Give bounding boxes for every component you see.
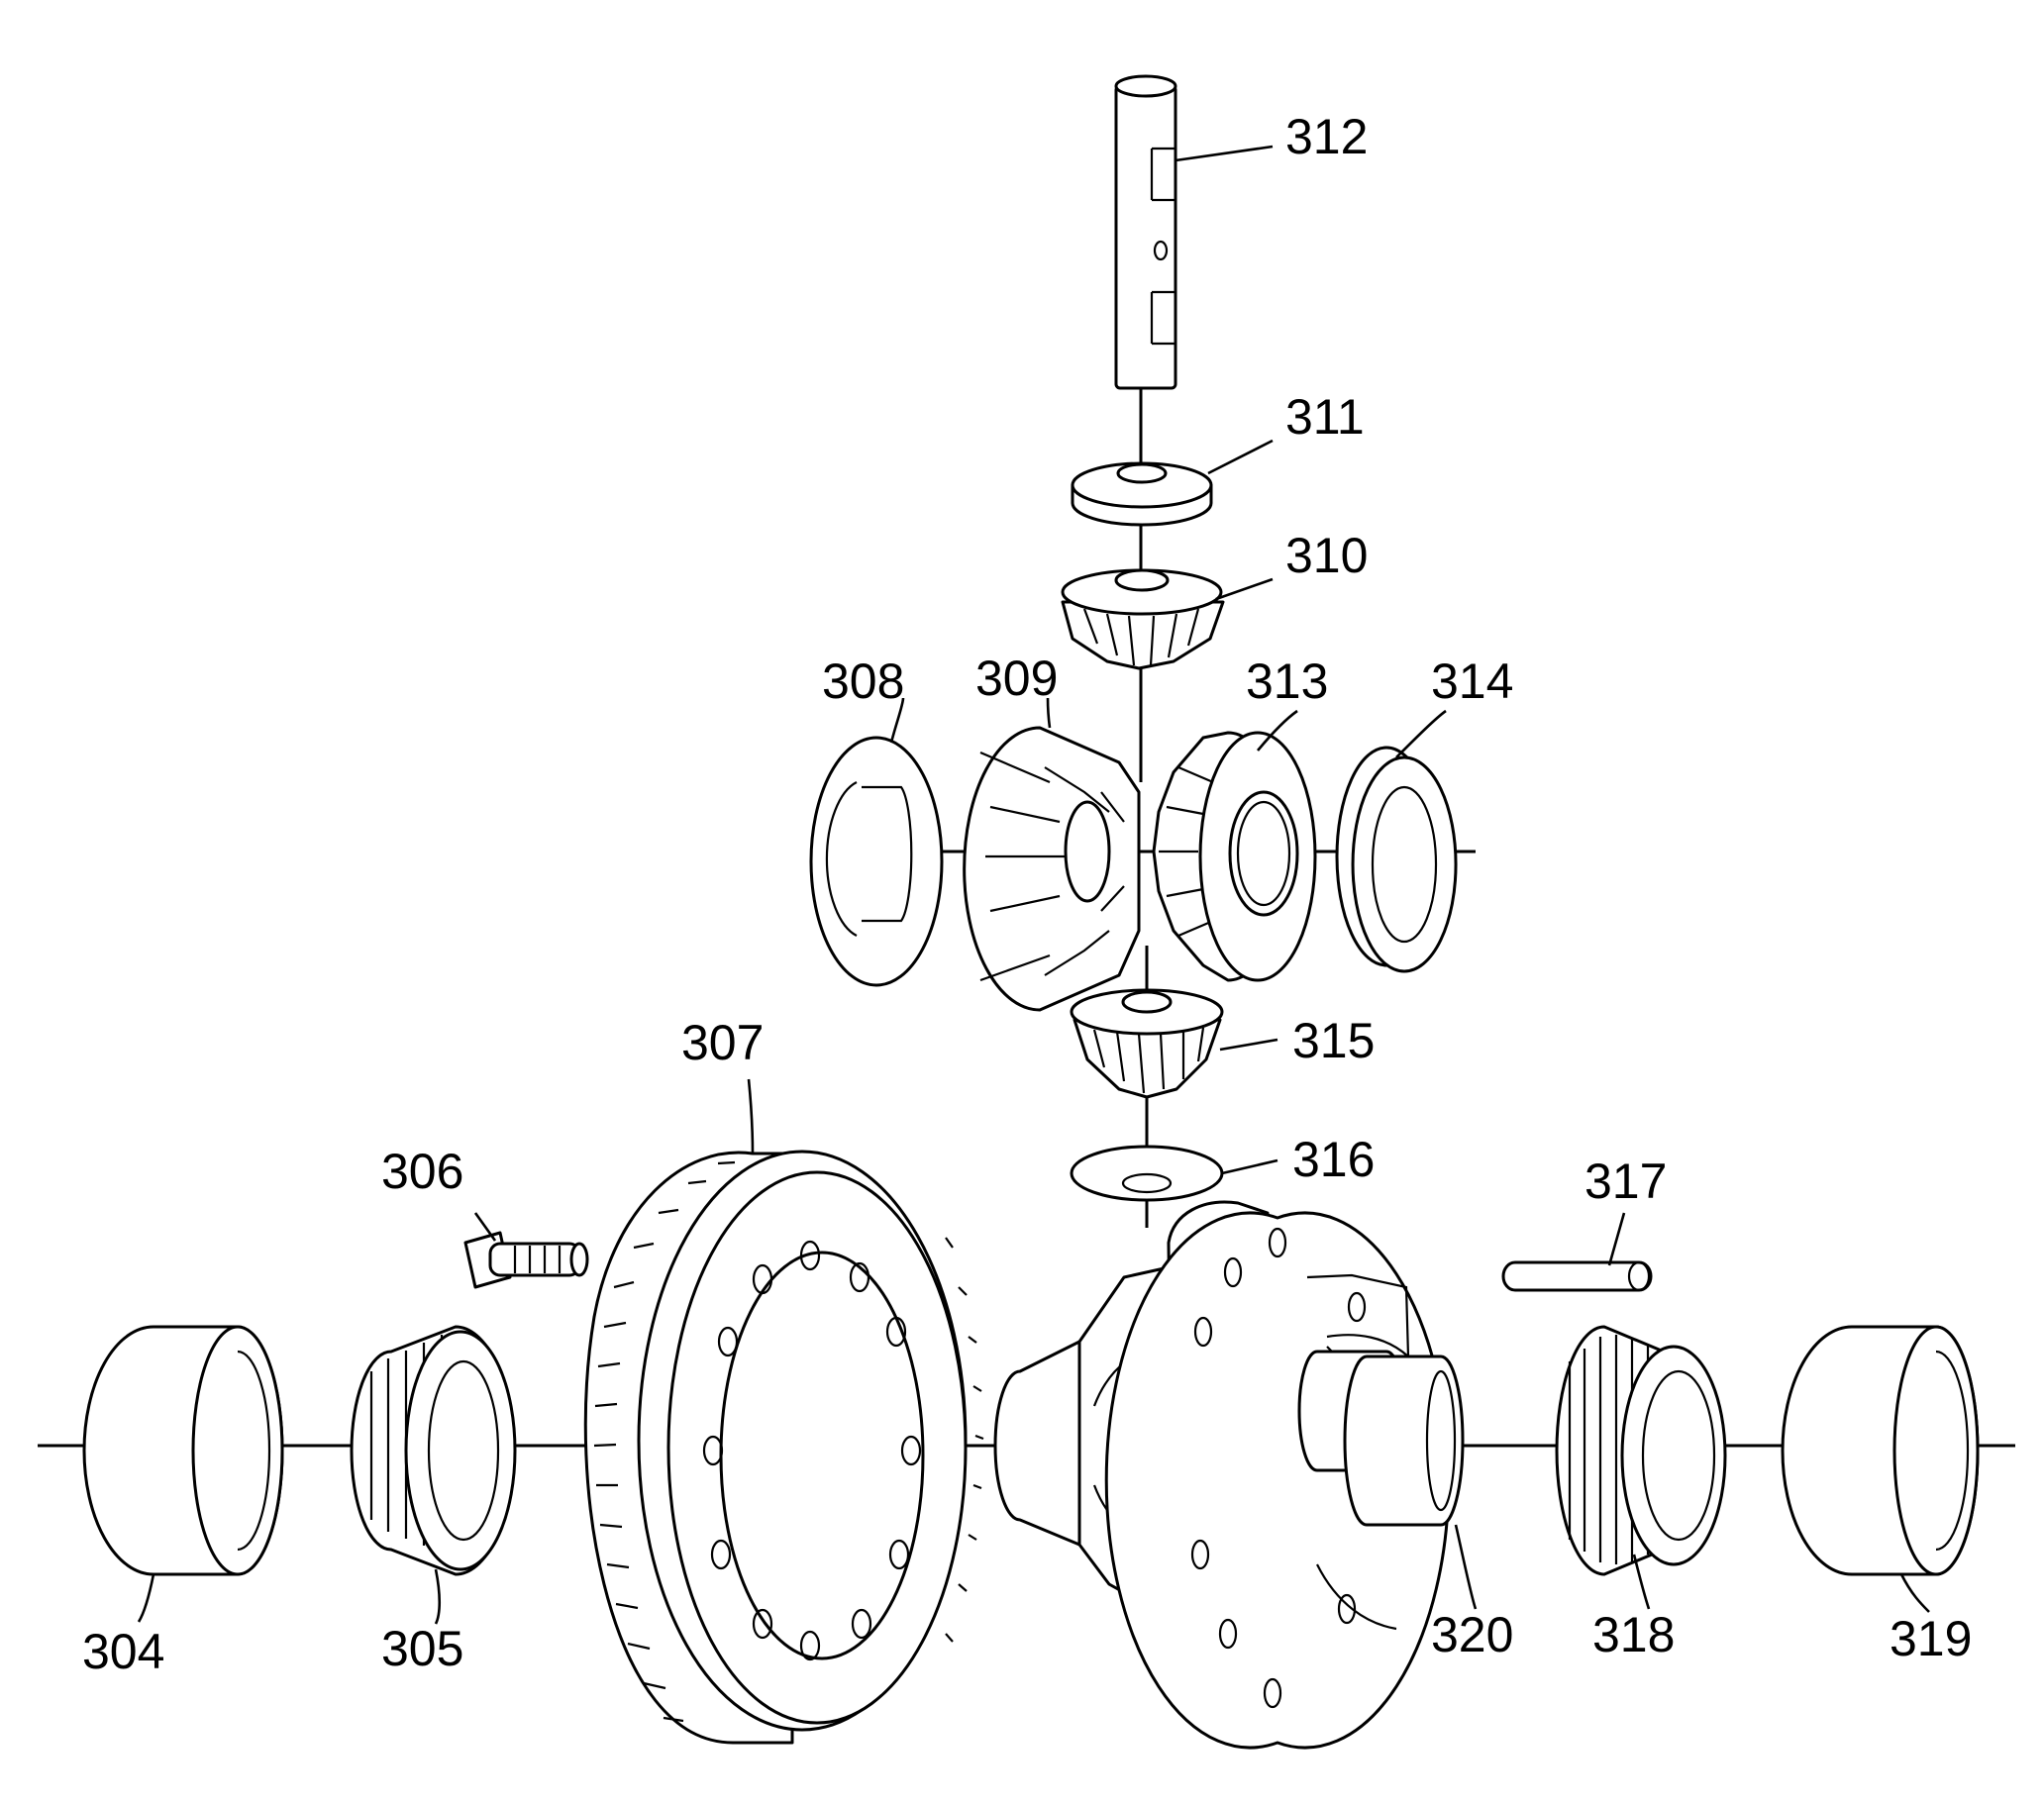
callout-308: 308 bbox=[822, 653, 904, 709]
part-318-bearing-cone bbox=[1555, 1325, 1727, 1576]
part-316-thrust-washer bbox=[1070, 1145, 1224, 1202]
callout-316: 316 bbox=[1292, 1132, 1375, 1187]
callout-320: 320 bbox=[1431, 1607, 1513, 1662]
callout-313: 313 bbox=[1246, 653, 1328, 709]
ring-gear-bolt-holes bbox=[702, 1240, 922, 1661]
callout-314: 314 bbox=[1431, 653, 1513, 709]
differential-case bbox=[993, 1200, 1465, 1750]
part-315-pinion-gear bbox=[1070, 988, 1224, 1099]
leader-lines bbox=[137, 145, 1930, 1625]
part-307-ring-gear bbox=[583, 1150, 984, 1745]
callout-307: 307 bbox=[681, 1015, 764, 1070]
part-313-side-gear bbox=[1152, 731, 1317, 982]
part-319-bearing-cup bbox=[1781, 1325, 1980, 1576]
part-305-bearing-cone bbox=[350, 1325, 517, 1576]
callout-labels: 312 311 310 308 309 313 314 307 315 316 … bbox=[82, 109, 1972, 1679]
part-312-pinion-shaft bbox=[1114, 74, 1177, 390]
part-314-thrust-washer bbox=[1335, 746, 1458, 973]
callout-310: 310 bbox=[1285, 528, 1368, 583]
part-309-side-gear bbox=[963, 726, 1141, 1012]
callout-318: 318 bbox=[1592, 1607, 1675, 1662]
callout-305: 305 bbox=[381, 1621, 463, 1676]
part-306-ring-gear-bolt bbox=[463, 1231, 589, 1289]
callout-306: 306 bbox=[381, 1144, 463, 1199]
part-311-thrust-washer bbox=[1071, 461, 1213, 527]
callout-309: 309 bbox=[975, 651, 1058, 706]
part-310-pinion-gear bbox=[1061, 568, 1225, 670]
part-317-pin bbox=[1501, 1260, 1653, 1292]
callout-317: 317 bbox=[1584, 1154, 1667, 1209]
callout-304: 304 bbox=[82, 1624, 164, 1679]
part-304-bearing-cup bbox=[82, 1325, 284, 1576]
callout-319: 319 bbox=[1890, 1611, 1972, 1666]
callout-315: 315 bbox=[1292, 1013, 1375, 1068]
callout-312: 312 bbox=[1285, 109, 1368, 164]
part-308-thrust-washer bbox=[809, 736, 944, 987]
callout-311: 311 bbox=[1285, 389, 1365, 445]
